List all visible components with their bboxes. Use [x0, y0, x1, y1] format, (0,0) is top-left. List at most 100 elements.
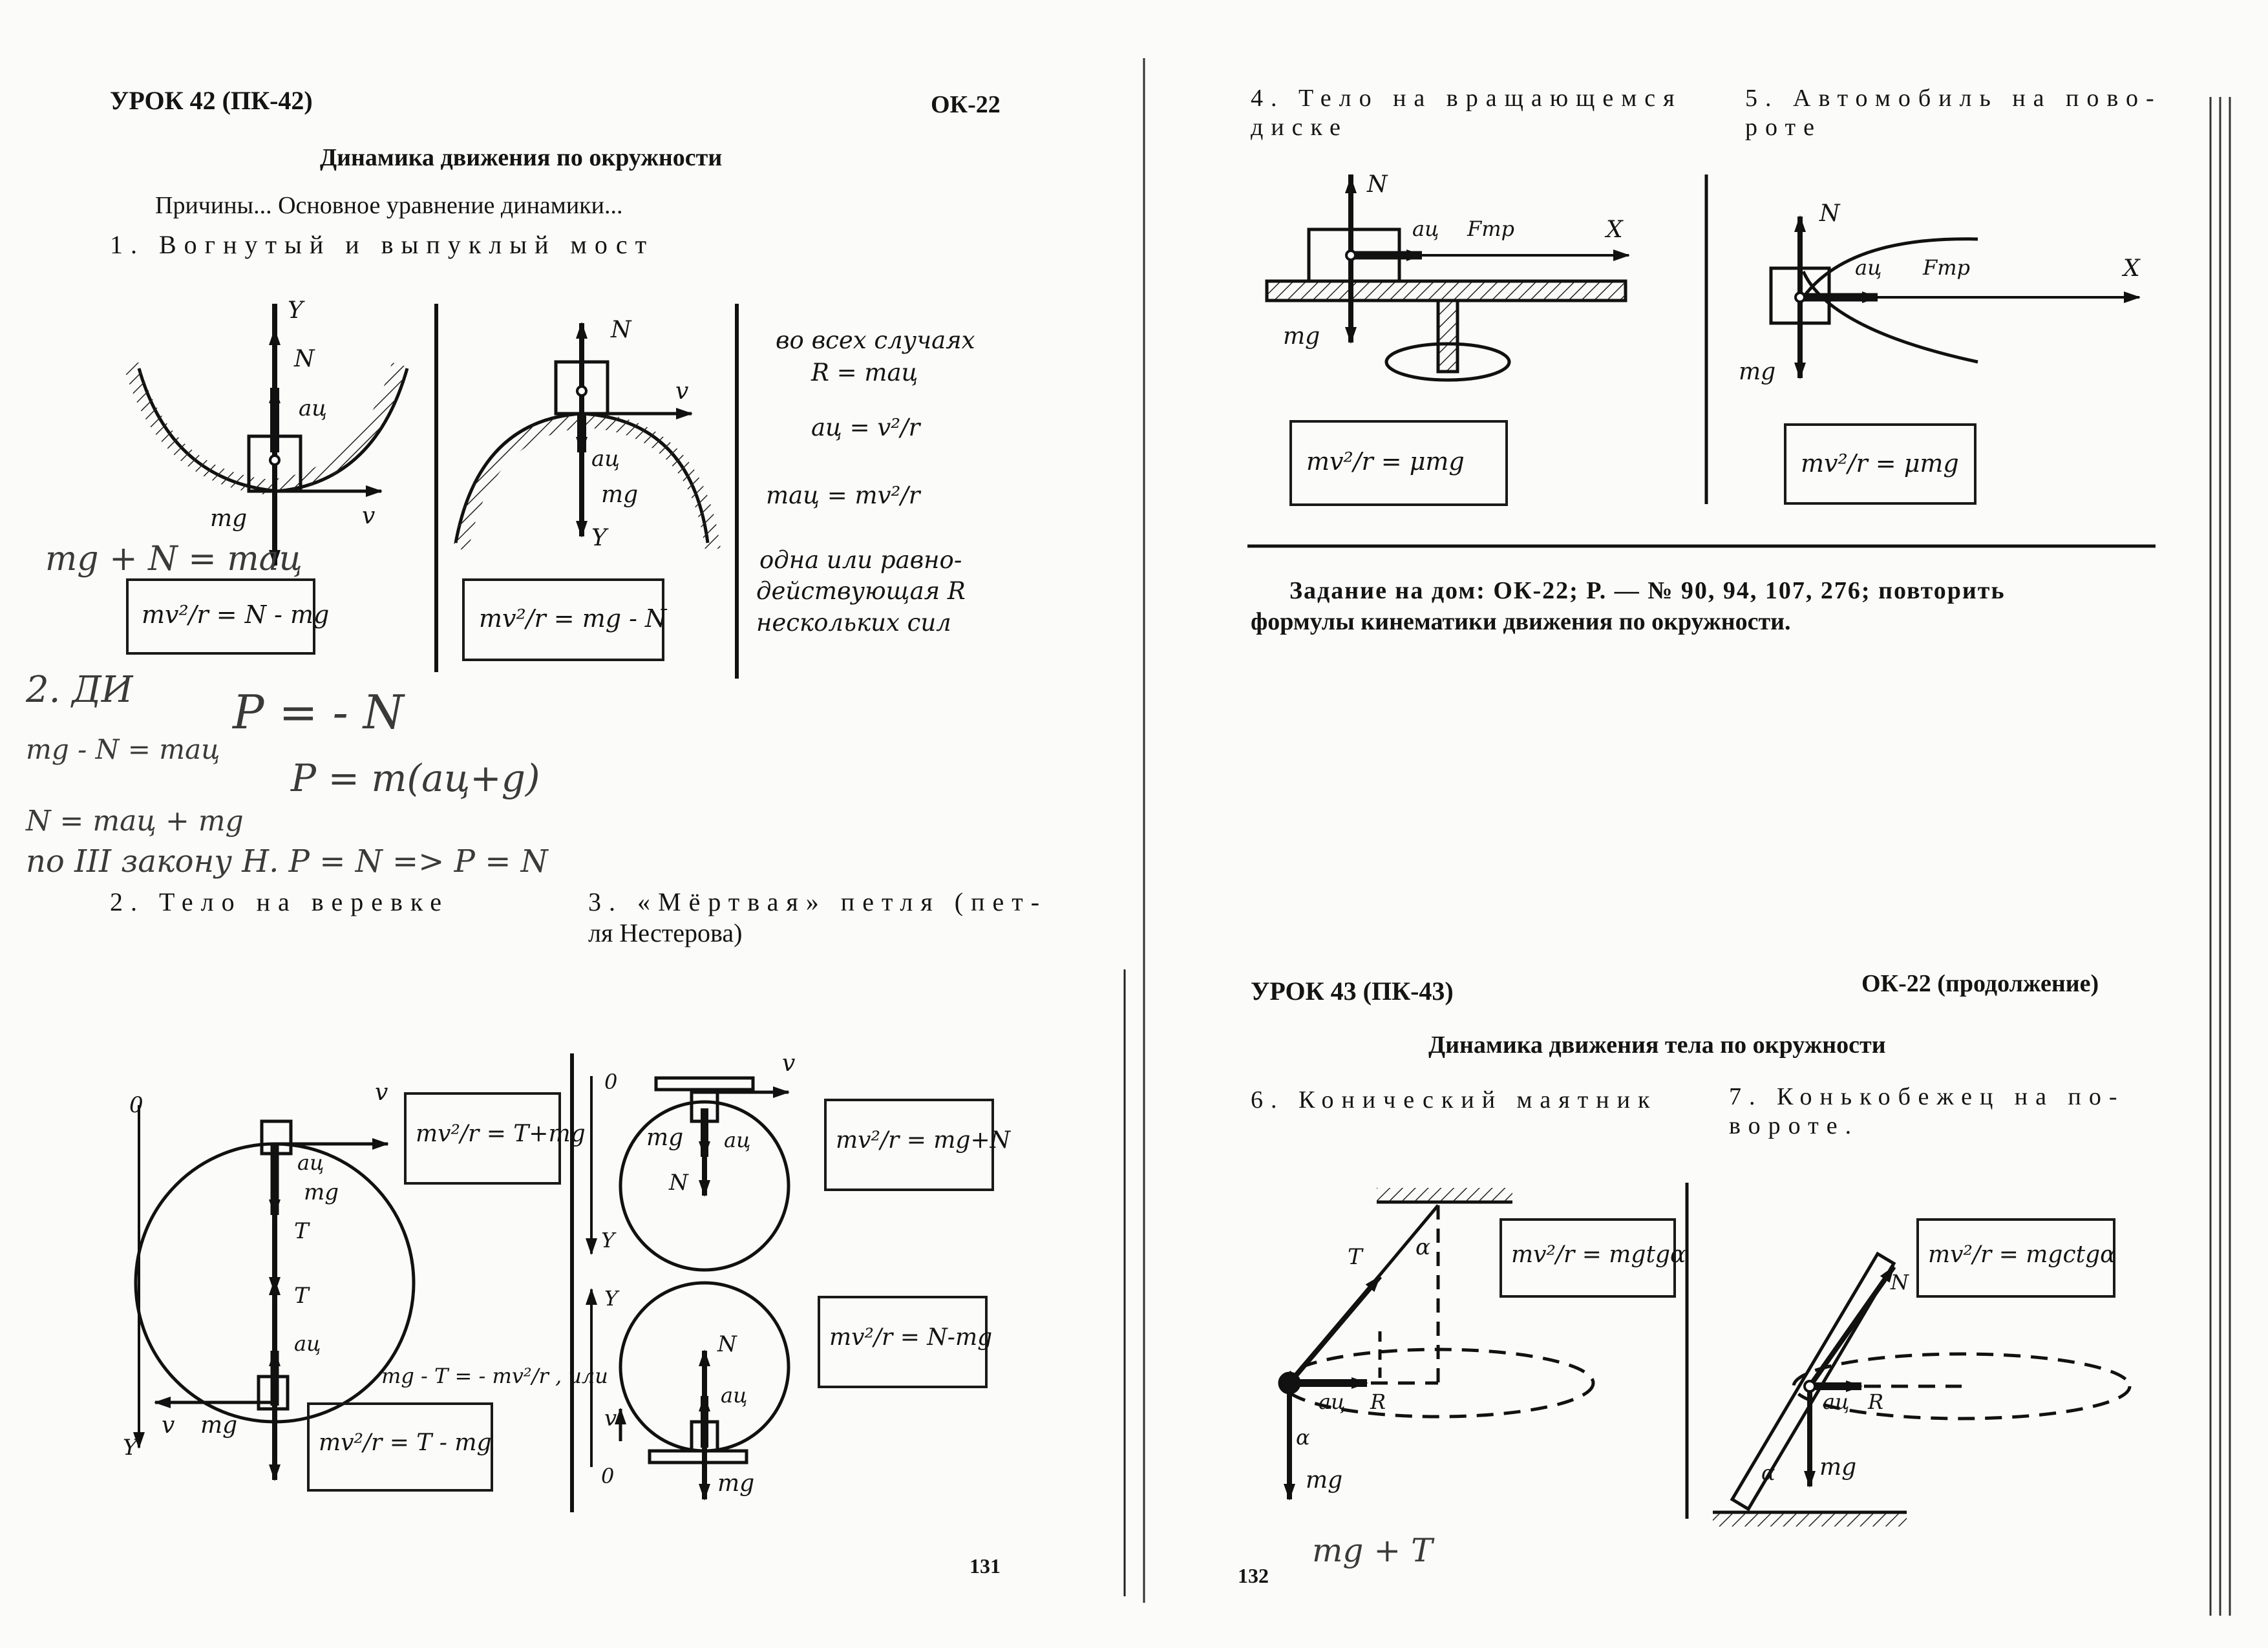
label-mg-4: mg — [200, 1412, 238, 1439]
equation-box-6: mv²/r = N-mg — [818, 1296, 992, 1388]
label-N-3: N — [669, 1170, 688, 1196]
equation-box-5: mv²/r = mg+N — [824, 1099, 1010, 1191]
label-O: 0 — [129, 1092, 143, 1118]
equation-box-2: mv²/r = mg - N — [462, 578, 667, 661]
label-O-2: 0 — [604, 1070, 618, 1094]
label-N-2: N — [611, 317, 631, 343]
side-equation: mg - T = - mv²/r , или — [381, 1364, 608, 1388]
label-N: N — [294, 346, 315, 372]
section-3-title-line-2: ля Нестерова) — [588, 918, 743, 947]
label-v-4: v — [162, 1412, 175, 1439]
equation-box-10: mv²/r = mgctgα — [1916, 1218, 2115, 1298]
section-4-title-line-1: 4. Тело на вращающемся — [1251, 85, 1682, 112]
label-T: T — [294, 1218, 309, 1244]
label-v-2: v — [675, 378, 689, 405]
note-line-4: maц = mv²/r — [766, 481, 920, 509]
page-number-right: 132 — [1238, 1564, 1269, 1587]
section-3-title-line-1: 3. «Мёртвая» петля (пет- — [588, 887, 1048, 916]
equation-box-7: mv²/r = μmg — [1289, 420, 1508, 506]
label-Ftr: Fтр — [1467, 217, 1515, 241]
note-line-5: одна или равно- — [759, 546, 962, 574]
label-T-3: T — [1348, 1244, 1362, 1270]
label-a-8: aц — [1855, 255, 1882, 280]
label-alpha: α — [1415, 1234, 1430, 1260]
label-a-2: aц — [591, 446, 620, 472]
label-X-2: X — [2123, 255, 2140, 282]
rotating-disk-diagram — [1265, 174, 1630, 382]
equation-box-4: mv²/r = T - mg — [307, 1402, 493, 1492]
handwritten-note-6: N = maц + mg — [26, 805, 244, 838]
label-v-5: v — [782, 1050, 796, 1077]
equation-7: mv²/r = μmg — [1306, 447, 1465, 476]
equation-box-8: mv²/r = μmg — [1784, 423, 1977, 505]
string-circle-diagram — [133, 1105, 416, 1481]
label-N-5: N — [1367, 171, 1388, 198]
label-a: aц — [299, 396, 327, 421]
handwritten-note-7: по III закону Н. P = N => P = N — [26, 843, 548, 880]
label-X: X — [1606, 217, 1623, 243]
equation-10: mv²/r = mgctgα — [1928, 1241, 2116, 1268]
convex-bridge-diagram — [453, 322, 721, 551]
section-5-title-line-1: 5. Автомобиль на пово- — [1745, 85, 2162, 112]
equation-box-1: mv²/r = N - mg — [126, 578, 329, 655]
car-turn-diagram — [1769, 215, 2141, 379]
label-Y-5: Y — [604, 1286, 619, 1311]
equation-5: mv²/r = mg+N — [836, 1127, 1011, 1154]
label-N-4: N — [717, 1331, 737, 1357]
label-N-6: N — [1819, 200, 1840, 227]
label-mg-10: mg — [1819, 1454, 1857, 1481]
label-mg-6: mg — [717, 1470, 755, 1497]
section-4-title-line-2: диске — [1251, 114, 1348, 141]
equation-box-9: mv²/r = mgtgα — [1500, 1218, 1686, 1298]
page-number-left: 131 — [970, 1554, 1001, 1578]
conical-pendulum-diagram — [1278, 1188, 1595, 1501]
topic-2-title: Динамика движения тела по окружности — [1428, 1031, 1886, 1059]
lesson-header: УРОК 42 (ПК-42) — [110, 86, 313, 115]
handwritten-note-5: mg - N = maц — [26, 734, 220, 765]
topic-title: Динамика движения по окружности — [320, 144, 723, 171]
label-Ftr-2: Fтр — [1923, 255, 1971, 280]
label-mg-5: mg — [646, 1125, 684, 1151]
label-mg-9: mg — [1306, 1467, 1343, 1494]
ok-code: ОК-22 — [931, 91, 1001, 118]
equation-1: mv²/r = N - mg — [142, 600, 330, 629]
label-Y-4: Y — [601, 1228, 615, 1252]
section-5-title-line-2: роте — [1745, 114, 1822, 141]
handwritten-note-3: P = - N — [233, 685, 404, 739]
skater-diagram — [1713, 1251, 2132, 1527]
label-T-2: T — [294, 1283, 309, 1309]
label-mg-8: mg — [1739, 359, 1776, 385]
homework-line-2: формулы кинематики движения по окружност… — [1251, 608, 1791, 635]
label-R: R — [1370, 1389, 1386, 1414]
equation-6: mv²/r = N-mg — [829, 1324, 993, 1351]
label-N-7: N — [1891, 1270, 1909, 1294]
dead-loop-diagram — [586, 1076, 790, 1501]
label-O-3: 0 — [601, 1464, 615, 1488]
label-a-9: aц — [1319, 1389, 1346, 1414]
concave-bridge-diagram — [123, 304, 409, 567]
label-v-6: v — [604, 1406, 617, 1431]
section-2-title: 2. Тело на веревке — [110, 887, 450, 916]
equation-4: mv²/r = T - mg — [319, 1430, 492, 1456]
handwritten-note-4: P = m(aц+g) — [291, 756, 540, 800]
equation-box-3: mv²/r = T+mg — [404, 1092, 586, 1185]
label-mg: mg — [210, 505, 248, 532]
label-R-2: R — [1868, 1389, 1884, 1414]
equation-8: mv²/r = μmg — [1801, 449, 1959, 478]
label-v-3: v — [375, 1079, 388, 1106]
equation-2: mv²/r = mg - N — [479, 604, 667, 633]
label-Y-2: Y — [591, 525, 607, 551]
note-line-6: действующая R — [756, 577, 966, 605]
handwritten-note-8: mg + T — [1312, 1532, 1433, 1569]
label-v: v — [362, 503, 376, 529]
section-7-title-line-1: 7. Конькобежец на по- — [1729, 1083, 2125, 1110]
label-a-4: aц — [294, 1331, 321, 1356]
equation-3: mv²/r = T+mg — [416, 1121, 586, 1147]
homework-line-1: Задание на дом: ОК-22; Р. — № 90, 94, 10… — [1289, 577, 2006, 604]
label-mg-2: mg — [601, 481, 639, 508]
handwritten-note-2: 2. ДИ — [26, 669, 133, 711]
lesson-2-header: УРОК 43 (ПК-43) — [1251, 977, 1454, 1006]
label-Y-3: Y — [123, 1435, 138, 1461]
